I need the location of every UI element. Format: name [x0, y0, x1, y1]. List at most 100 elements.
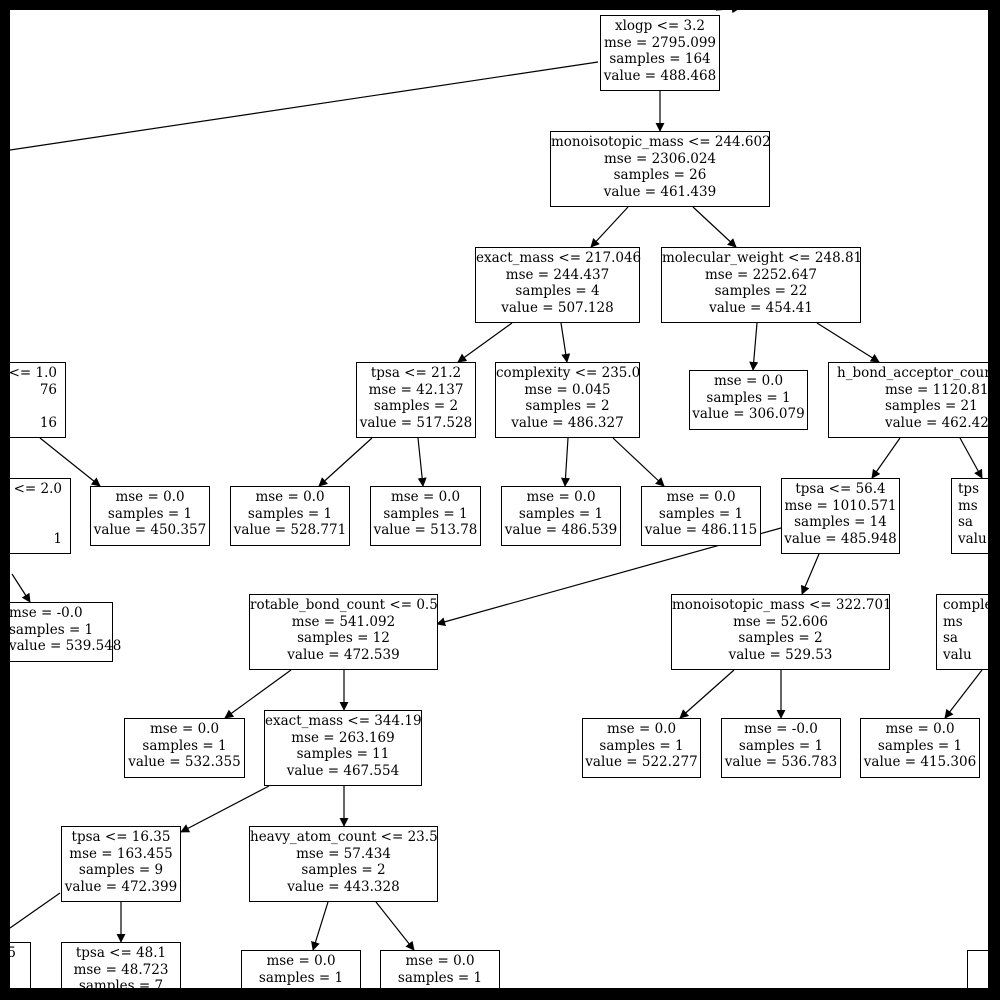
tree-edges — [10, 10, 983, 951]
node-line: mse = 0.0 — [115, 489, 185, 505]
tree-edge — [180, 785, 270, 833]
node-line: value = 528.771 — [233, 522, 347, 539]
tree-edge — [224, 669, 292, 719]
node-line: samples = 1 — [599, 737, 684, 754]
node-line: h_bond_acceptor_count — [837, 365, 988, 381]
tree-edge — [944, 669, 983, 719]
node-line: value = 450.357 — [93, 522, 207, 539]
node-line: mse = 2306.024 — [603, 150, 717, 167]
node-line: mse = 0.045 — [524, 381, 611, 398]
node-line: samples = 4 — [515, 283, 600, 300]
node-line: mse = 0.0 — [666, 489, 736, 505]
tree-edge — [457, 322, 513, 363]
tree-node-n-bottom35: 35 — [10, 942, 31, 988]
node-line: value = 462.428 — [885, 414, 988, 431]
edge-layer — [10, 10, 983, 951]
node-line: value = 472.399 — [64, 878, 178, 895]
node-line: sa — [943, 630, 958, 647]
tree-edge — [318, 437, 373, 487]
tree-node-n-left-b: t <= 2.0 1 — [10, 478, 71, 554]
node-line — [10, 498, 62, 515]
node-line: samples = 2 — [301, 862, 386, 879]
node-line: tpsa <= 48.1 — [75, 945, 167, 961]
node-line: tps — [958, 481, 979, 497]
node-line — [10, 514, 62, 531]
node-line: ms — [958, 497, 978, 514]
node-line: value = 486.115 — [644, 522, 758, 539]
tree-edge — [612, 437, 665, 487]
node-line: samples = 1 — [518, 505, 604, 522]
node-line: mse = 1010.571 — [784, 497, 897, 514]
node-line: value = 529.53 — [728, 646, 833, 663]
node-line: value = 507.128 — [501, 299, 614, 316]
node-line: value = 513.78 — [373, 522, 478, 539]
node-line: samples = 1 — [10, 621, 94, 638]
tree-edge — [561, 437, 570, 487]
node-line: value = 539.548 — [10, 638, 122, 655]
node-line: samples = 1 — [397, 969, 483, 986]
node-line: value = 454.41 — [709, 299, 813, 316]
node-line: samples = 1 — [247, 505, 333, 522]
node-line: samples = 1 — [658, 505, 744, 522]
node-line: samples = 1 — [142, 737, 227, 754]
node-line: samples = 2 — [373, 398, 459, 415]
node-line: mse = -0.0 — [10, 605, 83, 621]
node-line: samples = 164 — [609, 51, 711, 68]
node-line: samples = 1 — [877, 737, 963, 754]
node-line: exact_mass <= 217.046 — [476, 250, 642, 266]
tree-edge — [692, 206, 737, 248]
node-line: complexity <= 235.0 — [496, 365, 641, 381]
node-line: mse = 52.606 — [733, 613, 828, 630]
node-line: tpsa <= 16.35 — [71, 829, 171, 845]
node-line: samples = 1 — [383, 505, 468, 522]
node-line: heavy_atom_count <= 23.5 — [250, 829, 438, 845]
node-line: value = 488.468 — [603, 67, 717, 84]
node-line: tpsa <= 21.2 — [370, 365, 462, 381]
tree-edge — [749, 322, 759, 371]
node-line: mse = 244.437 — [505, 266, 610, 283]
node-line: 35 — [10, 945, 16, 961]
node-line: samples = 1 — [706, 389, 791, 406]
node-line: mse = 0.0 — [405, 953, 475, 969]
tree-node-n-bottom-right — [967, 950, 988, 988]
node-line: samples = 21 — [885, 398, 978, 415]
node-line: rotable_bond_count <= 0.5 — [250, 597, 438, 613]
node-line: samples = 1 — [258, 969, 344, 986]
node-line: value = 443.328 — [287, 878, 400, 895]
node-line: mse = 0.0 — [255, 489, 325, 505]
node-line: value = 485.948 — [784, 530, 897, 547]
node-line: tpsa <= 56.4 — [795, 481, 886, 497]
node-line: mse = 2252.647 — [704, 266, 818, 283]
node-line: exact_mass <= 344.19 — [265, 713, 422, 729]
node-line: value = 532.355 — [128, 754, 241, 771]
node-line: samples = 9 — [78, 862, 164, 879]
node-line: value = 472.539 — [287, 646, 400, 663]
tree-edge — [10, 61, 599, 151]
node-line: samples = 26 — [613, 167, 707, 184]
node-line: mse = 48.723 — [73, 961, 169, 978]
node-line: mse = 0.0 — [266, 953, 336, 969]
node-line: mse = 541.092 — [291, 613, 396, 630]
node-line: 1 — [53, 530, 62, 547]
node-line: value = 467.554 — [286, 762, 400, 779]
